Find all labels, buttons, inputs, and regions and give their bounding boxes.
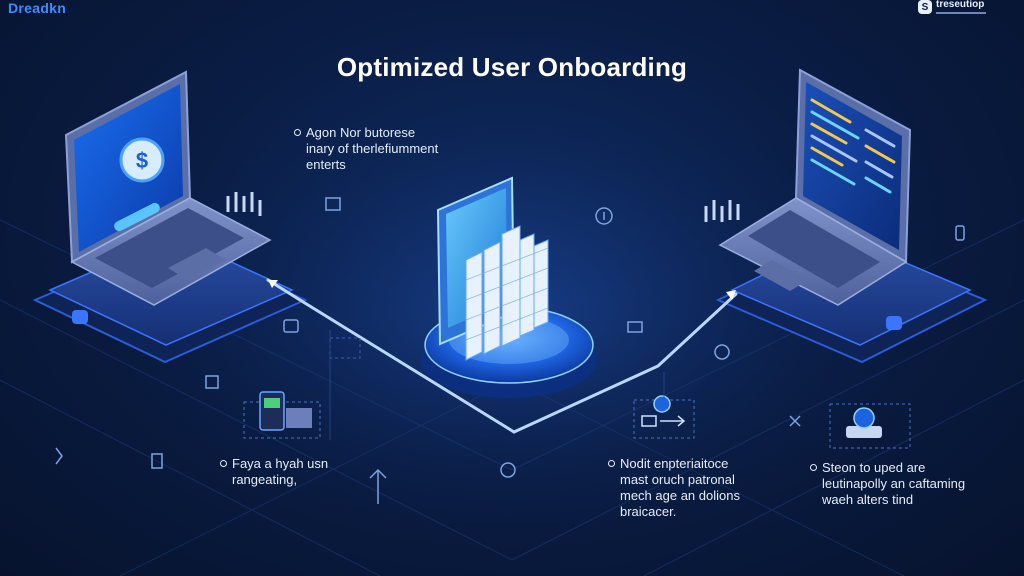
signal-bars-left: [226, 192, 262, 216]
signal-bars-right: [704, 200, 740, 222]
tools-icon: [789, 415, 801, 427]
link-icon: [55, 447, 63, 465]
center-hub: [421, 176, 597, 398]
node-settings-icon: [633, 395, 695, 439]
laptop-right-badge: [886, 316, 902, 330]
laptop-left: $: [32, 70, 308, 364]
note-line: Agon Nor butorese: [306, 125, 416, 140]
note-bullet: [294, 129, 301, 136]
note-line: Faya a hyah usn: [232, 456, 329, 471]
eye-icon: [500, 462, 516, 478]
laptop-left-touchpad: [168, 248, 226, 280]
battery-icon: [955, 225, 965, 241]
connector-left: [266, 278, 516, 434]
building-chart-icon: [465, 225, 549, 361]
brand-logo-right-text: treseutiop: [936, 0, 985, 10]
info-icon: [595, 207, 613, 225]
connector-right: [512, 292, 738, 434]
mobile-device-icon: [243, 391, 321, 439]
note-line: inary of therlefiumment: [306, 141, 439, 156]
dollar-icon: [119, 137, 165, 183]
note-line: leutinapolly an caftaming: [822, 476, 966, 491]
laptop-left-screen-bar: [114, 202, 160, 232]
laptop-right-screen: [803, 82, 902, 250]
user-profile-icon: [829, 403, 911, 449]
laptop-left-keyboard: [95, 208, 244, 288]
laptop-left-badge: [72, 310, 88, 324]
note-line: waeh alters tind: [822, 492, 914, 507]
note-line: Nodit enpteriaitoce: [620, 456, 729, 471]
folder-icon: [627, 321, 643, 333]
note-line: braicacer.: [620, 504, 677, 519]
note-bottom-right: Steon to uped are leutinapolly an caftam…: [810, 460, 966, 508]
arrow-head-left: [268, 280, 278, 288]
lock-icon: [283, 319, 299, 333]
note-bottom-left: Faya a hyah usn rangeating,: [220, 456, 329, 488]
note-top-left: Agon Nor butorese inary of therlefiummen…: [294, 125, 439, 173]
settings-icon: [325, 197, 341, 211]
note-bottom-center: Nodit enpteriaitoce mast oruch patronal …: [608, 456, 740, 520]
note-line: mast oruch patronal: [620, 472, 735, 487]
brand-logo-left: Dreadkn: [8, 0, 67, 16]
laptop-right-keyboard: [748, 210, 880, 288]
svg-text:$: $: [136, 148, 148, 173]
laptop-right: [715, 68, 988, 364]
note-line: mech age an dolions: [620, 488, 740, 503]
laptop-right-code-lines: [810, 98, 896, 194]
diagram-title: Optimized User Onboarding: [336, 52, 688, 82]
document-icon-left: [151, 453, 163, 469]
note-line: rangeating,: [232, 472, 298, 487]
globe-icon: [714, 344, 730, 360]
arrow-head-right: [726, 290, 736, 300]
arrow-up-icon: [369, 468, 387, 504]
note-line: Steon to uped are: [822, 460, 926, 475]
note-bullet: [220, 460, 227, 467]
note-line: enterts: [306, 157, 346, 172]
note-bullet: [810, 464, 817, 471]
dashed-box-icon: [329, 337, 361, 359]
brand-logo-icon: S: [918, 0, 932, 14]
connector-lines: [266, 278, 738, 434]
brand-logo-tagline-bar: [936, 12, 986, 14]
note-bullet: [608, 460, 615, 467]
laptop-right-touchpad: [754, 260, 808, 291]
brand-logo-right: S treseutiop: [918, 0, 986, 14]
chart-icon-left: [205, 375, 219, 389]
